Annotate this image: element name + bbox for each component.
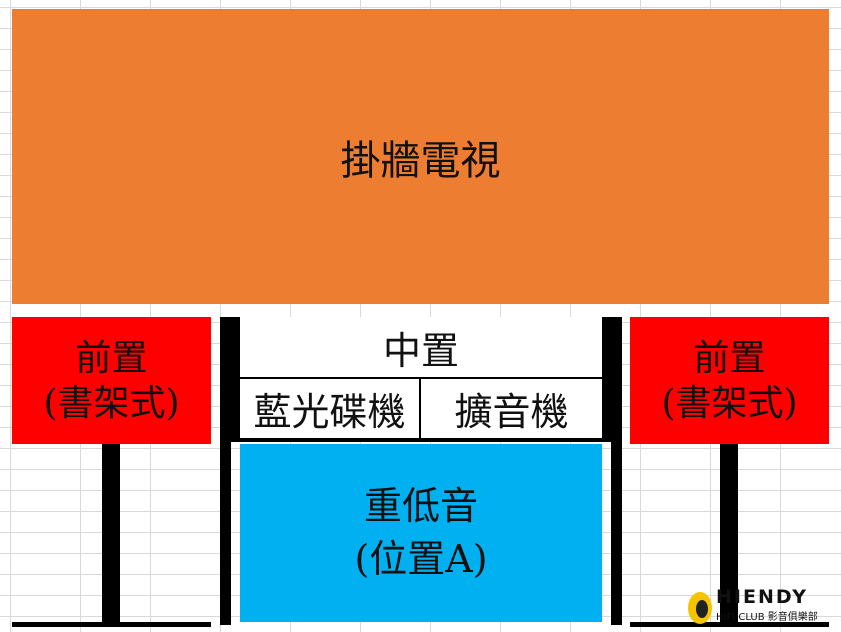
front-left-speaker: 前置 (書架式) [12,317,211,444]
front-left-stand-base [12,622,211,627]
watermark-subtitle: HIFI CLUB 影音俱樂部 [716,612,818,623]
front-right-speaker-stand [720,444,738,625]
hiendy-horn-icon [688,592,712,624]
front-right-stand-base [630,622,829,627]
subwoofer-label: 重低音 [363,483,478,528]
subwoofer-position: (位置A) [354,537,488,581]
front-right-speaker-label: 前置 [693,337,766,379]
cabinet-right-pillar [611,317,622,625]
wall-tv: 掛牆電視 [12,9,829,304]
av-cabinet [231,317,611,442]
front-right-speaker: 前置 (書架式) [630,317,829,444]
amplifier-label: 擴音機 [454,390,569,434]
front-left-speaker-type: (書架式) [43,382,180,424]
bluray-player-label: 藍光碟機 [253,390,406,434]
cabinet-left-pillar [220,317,231,625]
front-left-speaker-stand [102,444,120,625]
center-speaker: 中置 [240,317,602,379]
hiendy-watermark-logo: HIENDY HIFI CLUB 影音俱樂部 [686,586,836,628]
center-speaker-label: 中置 [382,328,459,373]
subwoofer: 重低音 (位置A) [240,444,602,622]
front-left-speaker-label: 前置 [75,337,148,379]
bluray-player: 藍光碟機 [240,379,421,438]
amplifier: 擴音機 [421,379,602,438]
wall-tv-label: 掛牆電視 [340,137,501,184]
watermark-brand: HIENDY [716,586,808,608]
front-right-speaker-type: (書架式) [661,382,798,424]
